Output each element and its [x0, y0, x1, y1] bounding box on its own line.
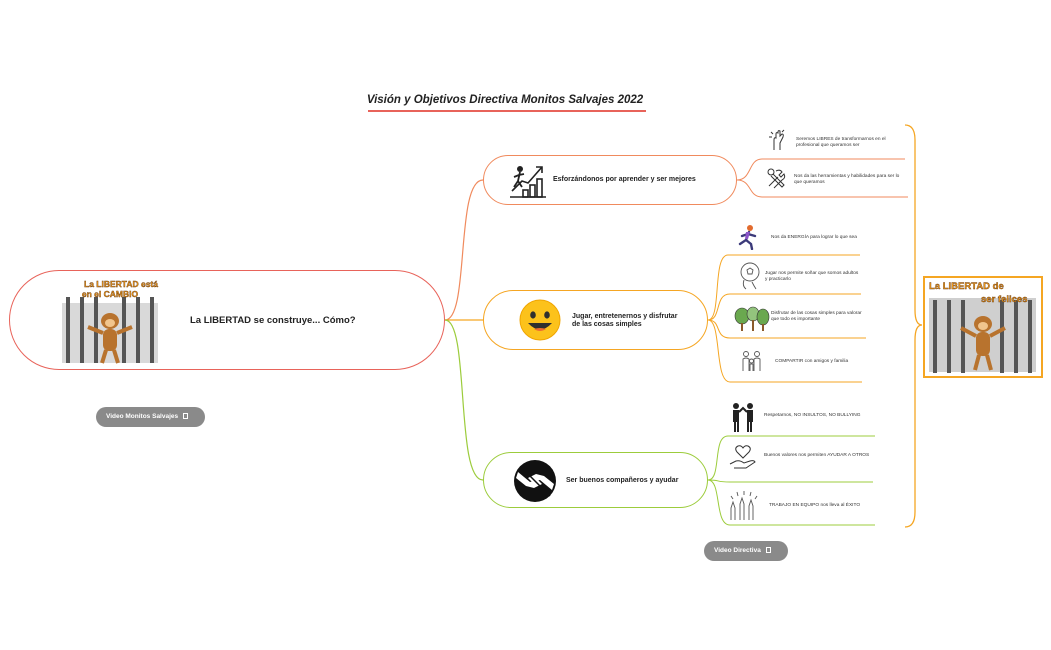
- two-people-icon: [730, 401, 756, 433]
- branch-aprender-label: Esforzándonos por aprender y ser mejores: [553, 176, 696, 183]
- branch-jugar[interactable]: Jugar, entretenernos y disfrutar de las …: [483, 290, 708, 350]
- leaf-trabajo-equipo: TRABAJO EN EQUIPO nos lleva al ÉXITO: [769, 503, 861, 508]
- hand-sparkle-icon: [768, 128, 788, 152]
- team-hands-icon: [727, 490, 761, 522]
- monkey-cage-image: La LIBERTAD está en el CAMBIO: [58, 277, 162, 365]
- leaf-sonar: Jugar nos permite soñar que somos adulto…: [765, 271, 859, 282]
- page-title: Visión y Objetivos Directiva Monitos Sal…: [366, 94, 644, 106]
- trees-icon: [734, 306, 770, 332]
- title-underline: [368, 110, 646, 112]
- branch-aprender[interactable]: Esforzándonos por aprender y ser mejores: [483, 155, 737, 205]
- video-directiva-label: Video Directiva: [714, 547, 761, 554]
- leaf-respetarnos: Respetarnos, NO INSULTOS, NO BULLYING: [764, 413, 861, 418]
- runner-icon: [736, 224, 760, 251]
- leaf-energia: Nos da ENERGÍA para lograr lo que sea: [771, 235, 857, 240]
- open-link-icon: [183, 413, 189, 420]
- open-link-icon: [765, 547, 771, 554]
- video-directiva-button[interactable]: Video Directiva: [704, 541, 788, 561]
- svg-text:La LIBERTAD está: La LIBERTAD está: [84, 279, 158, 289]
- branch-companeros-label: Ser buenos compañeros y ayudar: [566, 477, 679, 484]
- soccer-icon: [738, 262, 762, 290]
- leaf-compartir: COMPARTIR con amigos y familia: [775, 359, 849, 364]
- branch-jugar-label: Jugar, entretenernos y disfrutar de las …: [572, 313, 678, 328]
- family-icon: [740, 349, 764, 373]
- svg-text:La LIBERTAD de: La LIBERTAD de: [929, 281, 1004, 292]
- leaf-herramientas: Nos da las herramientas y habilidades pa…: [794, 174, 900, 185]
- heart-hand-icon: [728, 444, 758, 470]
- summary-monkey-image[interactable]: La LIBERTAD de ser felices: [923, 276, 1043, 378]
- video-monitos-label: Video Monitos Salvajes: [106, 413, 179, 420]
- central-topic[interactable]: La LIBERTAD está en el CAMBIO La LIBERTA…: [9, 270, 445, 370]
- svg-text:en el CAMBIO: en el CAMBIO: [82, 289, 139, 299]
- central-label: La LIBERTAD se construye... Cómo?: [190, 315, 356, 326]
- leaf-ayudar: Buenos valores nos permiten AYUDAR A OTR…: [764, 453, 870, 458]
- leaf-cosas-simples: Disfrutar de las cosas simples para valo…: [771, 311, 862, 322]
- climbing-stairs-icon: [508, 161, 548, 199]
- leaf-libres: Seremos LIBRES de transformarnos en el p…: [796, 137, 886, 148]
- svg-text:ser felices: ser felices: [981, 294, 1027, 305]
- tools-icon: [766, 167, 788, 189]
- smiley-icon: [518, 298, 562, 342]
- video-monitos-button[interactable]: Video Monitos Salvajes: [96, 407, 205, 427]
- helping-hands-icon: [512, 458, 558, 504]
- branch-companeros[interactable]: Ser buenos compañeros y ayudar: [483, 452, 708, 508]
